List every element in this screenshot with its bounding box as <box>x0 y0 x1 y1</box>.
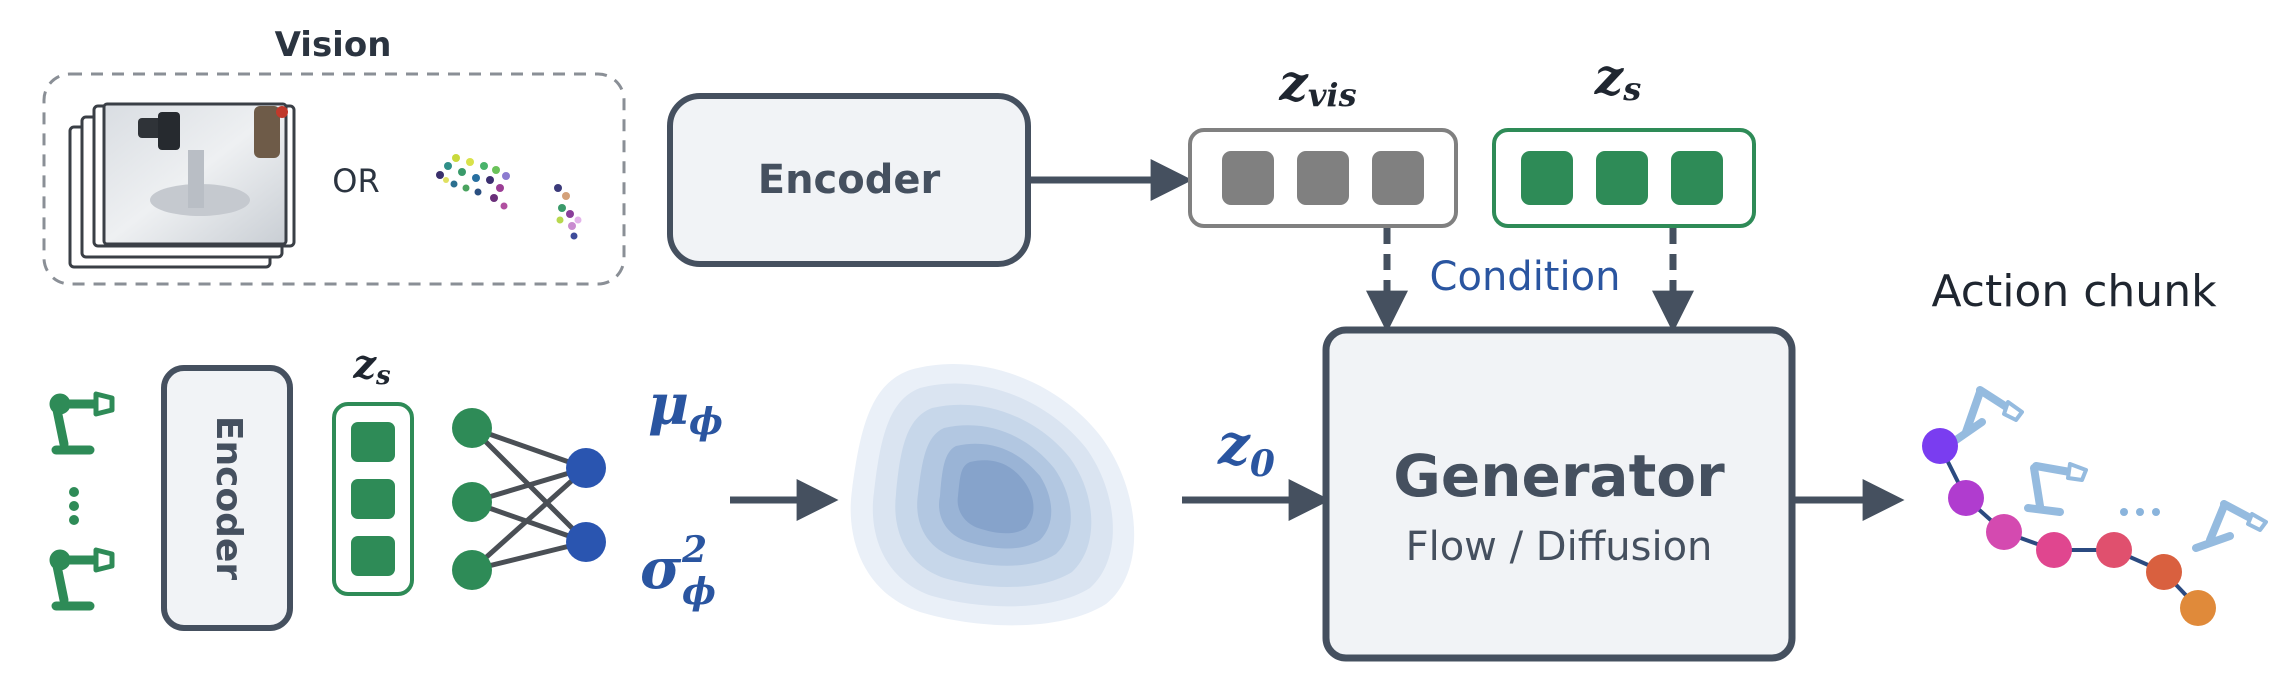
action-waypoint <box>1922 428 1958 464</box>
mlp-output-node <box>566 522 606 562</box>
z-s-left-token <box>351 536 395 576</box>
robot-arm-icon <box>49 547 115 611</box>
action-waypoint <box>2096 532 2132 568</box>
generator-title: Generator <box>1393 442 1725 510</box>
robot-arm-faded-icon <box>2192 500 2268 552</box>
z-s-left-label: zs <box>352 341 391 391</box>
encoder-vision-label: Encoder <box>758 157 941 203</box>
z-s-left-token <box>351 479 395 519</box>
action-waypoint <box>2146 554 2182 590</box>
vision-panel <box>42 72 626 286</box>
z-s-top-label: zs <box>1594 47 1641 108</box>
z-s-top-token <box>1521 151 1573 205</box>
action-waypoint <box>1986 514 2022 550</box>
encoder-state-label: Encoder <box>208 416 249 580</box>
point-cloud-group <box>436 154 582 240</box>
robot-arm-faded-icon <box>1952 386 2024 444</box>
z0-label: z0 <box>1217 412 1275 485</box>
ellipsis-dots <box>69 487 79 525</box>
z-s-top-token <box>1671 151 1723 205</box>
mlp-input-node <box>452 550 492 590</box>
latent-distribution-contours <box>850 364 1135 626</box>
generator-subtitle: Flow / Diffusion <box>1406 524 1713 570</box>
mlp-output-node <box>566 448 606 488</box>
z-s-left-token <box>351 422 395 462</box>
action-waypoint <box>2180 590 2216 626</box>
encoder-vision-box <box>667 93 1031 267</box>
condition-label: Condition <box>1430 254 1621 300</box>
mlp-input-node <box>452 482 492 522</box>
z-vis-token <box>1372 151 1424 205</box>
action-chunk-label: Action chunk <box>1931 266 2217 317</box>
action-waypoint <box>2036 532 2072 568</box>
z-s-top-token <box>1596 151 1648 205</box>
robot-arm-faded-icon <box>2024 462 2088 516</box>
camera-image-stack <box>68 102 296 269</box>
mlp-input-node <box>452 408 492 448</box>
robot-arm-icon <box>49 391 115 455</box>
trajectory-ellipsis <box>2120 508 2160 516</box>
z-vis-label: zvis <box>1278 53 1356 114</box>
z-vis-token <box>1222 151 1274 205</box>
generator-box <box>1322 326 1796 662</box>
or-label: OR <box>332 162 379 200</box>
mu-phi-label: μϕ <box>648 372 723 443</box>
z-vis-token <box>1297 151 1349 205</box>
action-waypoint <box>1948 480 1984 516</box>
encoder-state-box <box>161 365 293 631</box>
vision-title: Vision <box>275 25 392 65</box>
